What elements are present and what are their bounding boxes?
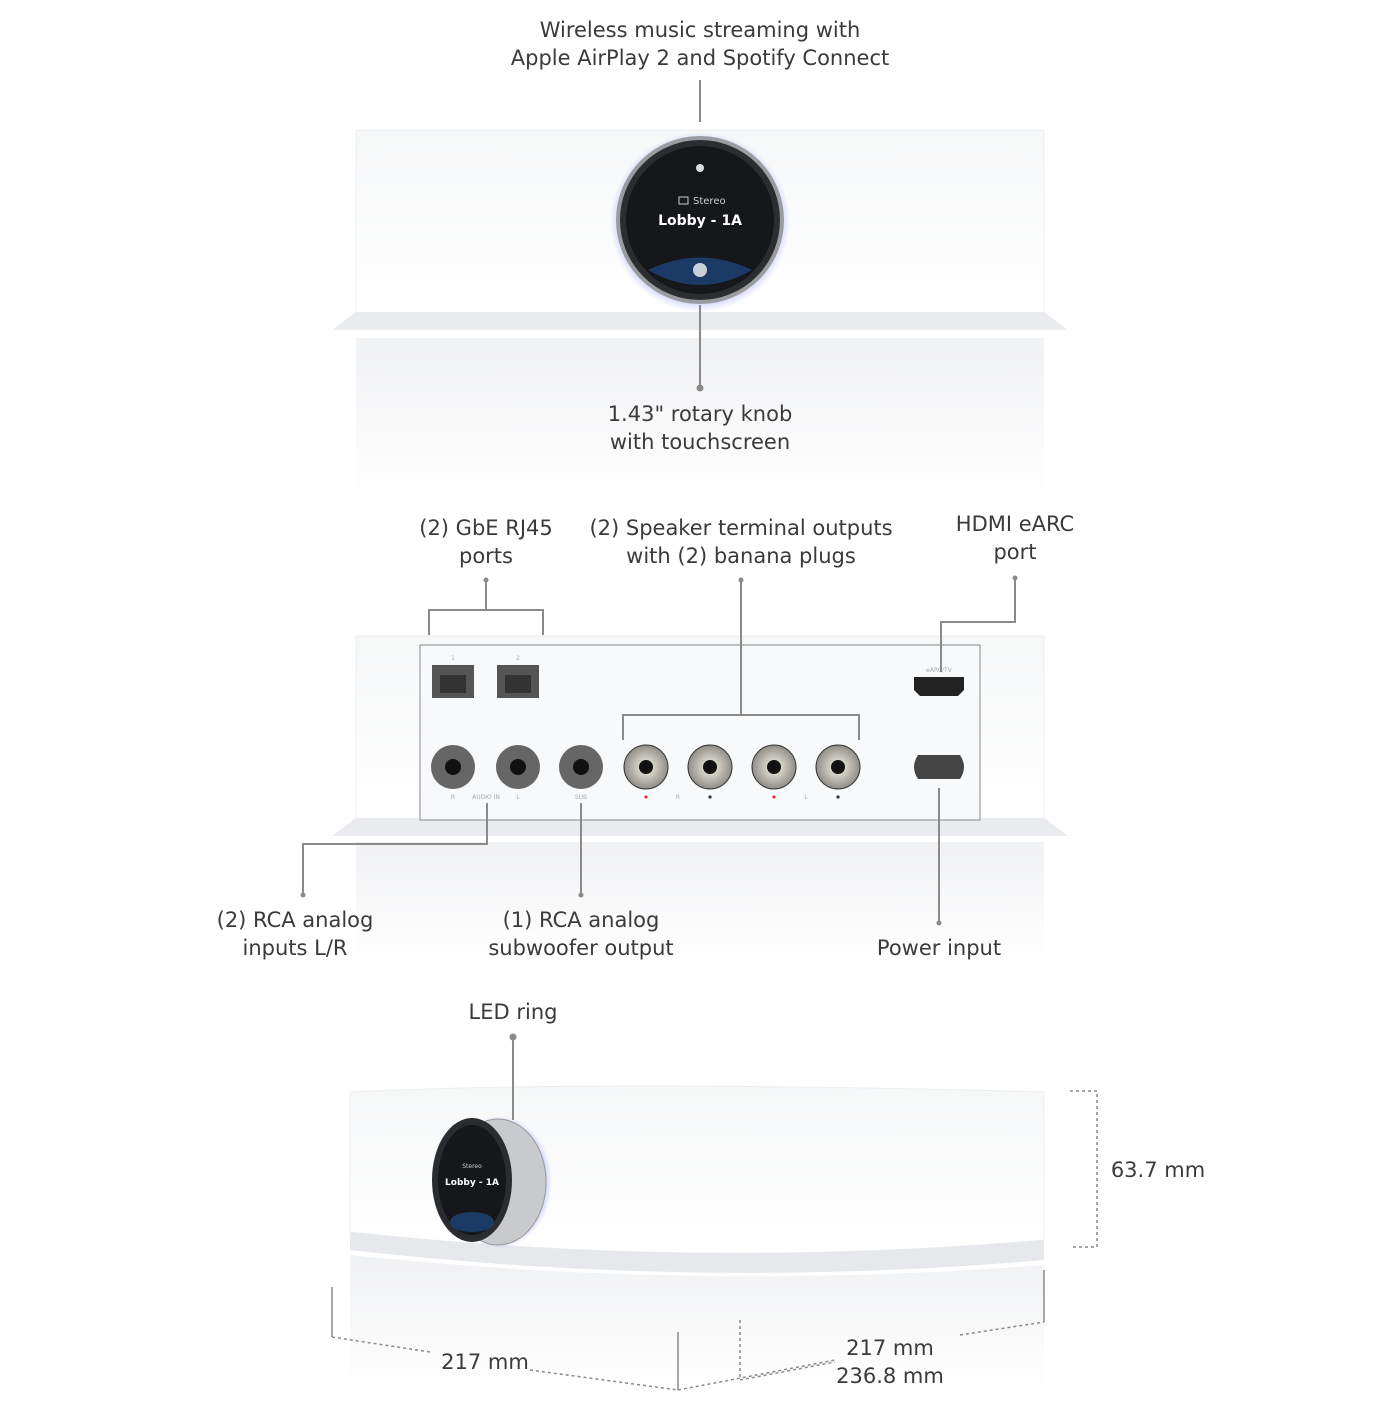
svg-text:Lobby - 1A: Lobby - 1A xyxy=(445,1178,499,1188)
svg-text:SUB: SUB xyxy=(575,794,587,801)
rj45-port-2 xyxy=(497,665,539,698)
svg-text:1: 1 xyxy=(451,655,455,662)
dimension-height: 63.7 mm xyxy=(1110,1158,1206,1182)
rca-input-r xyxy=(431,745,475,789)
svg-text:L: L xyxy=(804,794,808,801)
svg-text:2: 2 xyxy=(516,655,520,662)
front-view-device: Stereo Lobby - 1A xyxy=(332,129,1068,498)
svg-text:Stereo: Stereo xyxy=(462,1163,482,1170)
svg-text:AUDIO IN: AUDIO IN xyxy=(472,794,500,801)
svg-text:eARC/TV: eARC/TV xyxy=(926,667,953,674)
front-callout-lines xyxy=(696,80,704,392)
rear-callout-lines xyxy=(300,575,1018,926)
play-icon xyxy=(693,263,707,277)
led-callout-line xyxy=(509,1033,517,1120)
rca-input-l xyxy=(496,745,540,789)
rj45-port-1 xyxy=(432,665,474,698)
speaker-icon xyxy=(678,196,689,205)
gear-icon xyxy=(696,164,704,172)
dimension-lines xyxy=(331,1090,1098,1391)
screen-mode: Stereo xyxy=(693,196,726,207)
callout-led-ring: LED ring xyxy=(468,1000,558,1024)
svg-text:R: R xyxy=(451,794,455,801)
svg-text:L: L xyxy=(516,794,520,801)
svg-text:R: R xyxy=(676,794,680,801)
screen-zone: Lobby - 1A xyxy=(658,213,742,229)
callout-power: Power input xyxy=(876,936,1002,960)
rear-view-device: 1 2 eARC/TV R AUDIO IN L SUB R L xyxy=(332,635,1068,962)
perspective-device: Lobby - 1A Stereo xyxy=(349,1085,1045,1390)
power-inlet xyxy=(914,755,964,779)
speaker-terminals xyxy=(623,744,861,799)
dimension-width: 217 mm xyxy=(441,1350,529,1374)
rca-sub-output xyxy=(559,745,603,789)
hdmi-port xyxy=(914,677,964,696)
